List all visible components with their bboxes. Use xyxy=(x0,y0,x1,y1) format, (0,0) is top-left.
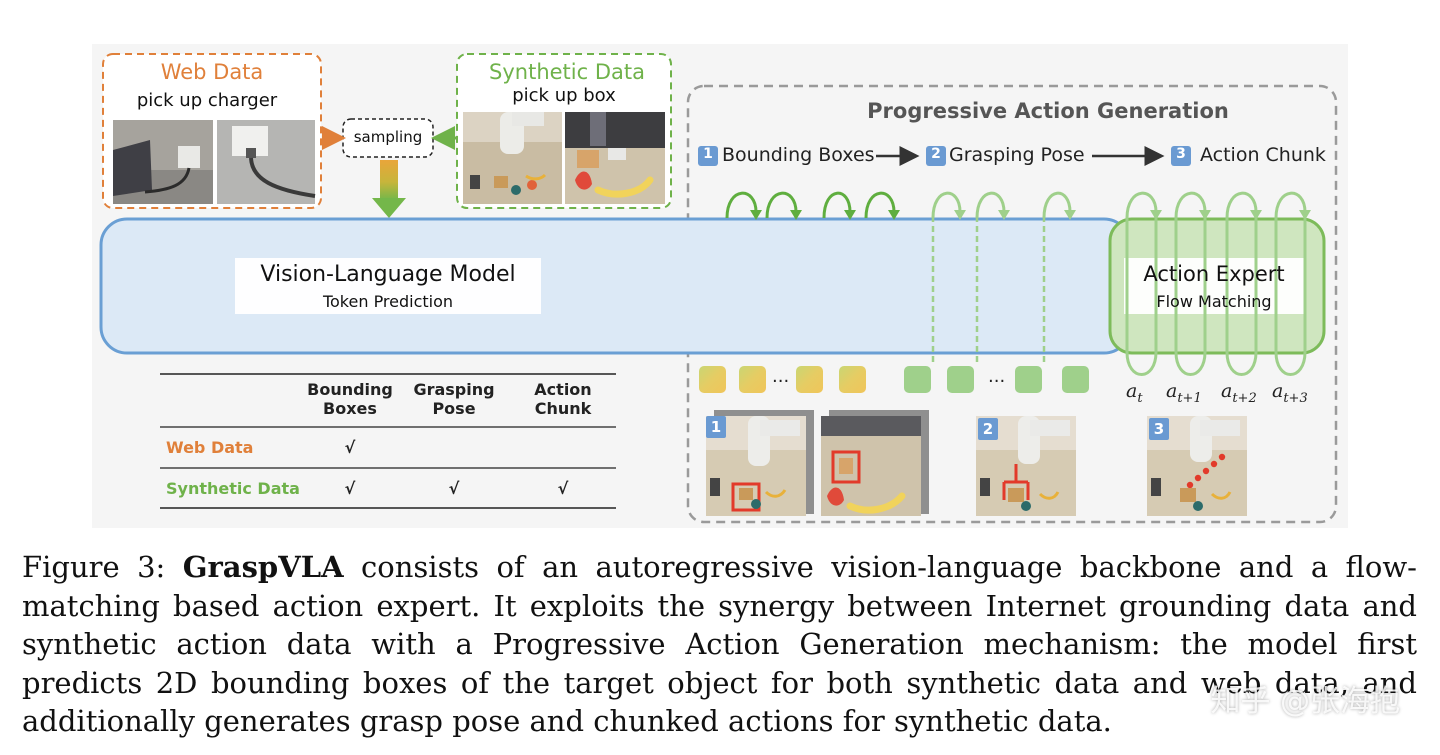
action-expert-label-card xyxy=(1124,258,1304,314)
vlm-subtitle: Token Prediction xyxy=(322,292,454,311)
example-3-badge-num: 3 xyxy=(1153,420,1165,438)
sampling-label: sampling xyxy=(353,128,423,146)
table-row-synthetic-action: √ xyxy=(557,479,569,498)
table-row-synthetic-bbox: √ xyxy=(344,479,356,498)
example-image-2 xyxy=(976,416,1076,516)
synthetic-photo-2 xyxy=(565,112,665,204)
token-bbox-3 xyxy=(796,366,823,393)
step-2-badge xyxy=(926,146,946,166)
web-photo-1 xyxy=(113,120,213,204)
example-image-1b xyxy=(821,410,929,516)
step-3-badge xyxy=(1171,146,1191,166)
token-bbox-2 xyxy=(739,366,766,393)
example-image-3 xyxy=(1147,416,1247,516)
token-bbox-1 xyxy=(699,366,726,393)
caption-text: consists of an autoregressive vision-lan… xyxy=(22,550,1417,738)
example-2-badge-num: 2 xyxy=(982,420,994,438)
token-ellipsis-2: ... xyxy=(988,366,1006,387)
token-grasp-4 xyxy=(1062,366,1089,393)
table-header-grasp: Grasping Pose xyxy=(413,380,495,418)
sampling-down-arrow xyxy=(372,160,406,218)
synthetic-data-title: Synthetic Data xyxy=(489,60,645,84)
pag-title: Progressive Action Generation xyxy=(867,99,1229,123)
token-ellipsis-1: ... xyxy=(772,366,790,387)
diagram-svg xyxy=(99,53,1338,524)
vlm-label-card xyxy=(235,258,541,314)
action-label-t2: at+2 xyxy=(1221,380,1257,406)
example-image-1a xyxy=(706,410,814,516)
table-row-web-label: Web Data xyxy=(166,438,254,457)
step-1-badge xyxy=(698,146,718,166)
table-header-bbox: Bounding Boxes xyxy=(307,380,393,418)
synthetic-data-instruction: pick up box xyxy=(512,85,616,106)
token-bbox-4 xyxy=(839,366,866,393)
token-grasp-3 xyxy=(1015,366,1042,393)
web-data-instruction: pick up charger xyxy=(136,90,278,111)
vlm-title: Vision-Language Model xyxy=(260,262,516,287)
table-row-web-bbox: √ xyxy=(344,438,356,457)
web-photo-2 xyxy=(217,120,316,204)
figure-caption: Figure 3: GraspVLA consists of an autore… xyxy=(22,548,1417,741)
caption-name: GraspVLA xyxy=(182,550,344,584)
table-row-synthetic-label: Synthetic Data xyxy=(166,479,300,498)
action-label-t1: at+1 xyxy=(1166,380,1202,406)
token-grasp-2 xyxy=(947,366,974,393)
web-data-title: Web Data xyxy=(160,60,264,84)
watermark: 知乎 @张海抱 xyxy=(1210,684,1400,719)
token-grasp-1 xyxy=(904,366,931,393)
step-3-num: 3 xyxy=(1176,146,1186,162)
table-header-action: Action Chunk xyxy=(534,380,592,418)
action-label-t3: at+3 xyxy=(1272,380,1308,406)
step-2-num: 2 xyxy=(931,146,941,162)
example-1-badge-num: 1 xyxy=(710,418,722,436)
synthetic-photo-1 xyxy=(463,112,562,204)
table-row-synthetic-grasp: √ xyxy=(448,479,460,498)
action-loops xyxy=(1125,191,1311,376)
action-expert-subtitle: Flow Matching xyxy=(1156,292,1272,311)
step-3-label: Action Chunk xyxy=(1200,144,1326,166)
step-1-label: Bounding Boxes xyxy=(722,144,875,166)
grasp-loops xyxy=(931,191,1076,366)
action-expert-title: Action Expert xyxy=(1143,262,1285,286)
action-label-t: at xyxy=(1126,380,1143,406)
bbox-loops xyxy=(725,191,900,366)
caption-prefix: Figure 3: xyxy=(22,550,183,584)
step-2-label: Grasping Pose xyxy=(949,144,1085,166)
step-1-num: 1 xyxy=(703,146,713,162)
